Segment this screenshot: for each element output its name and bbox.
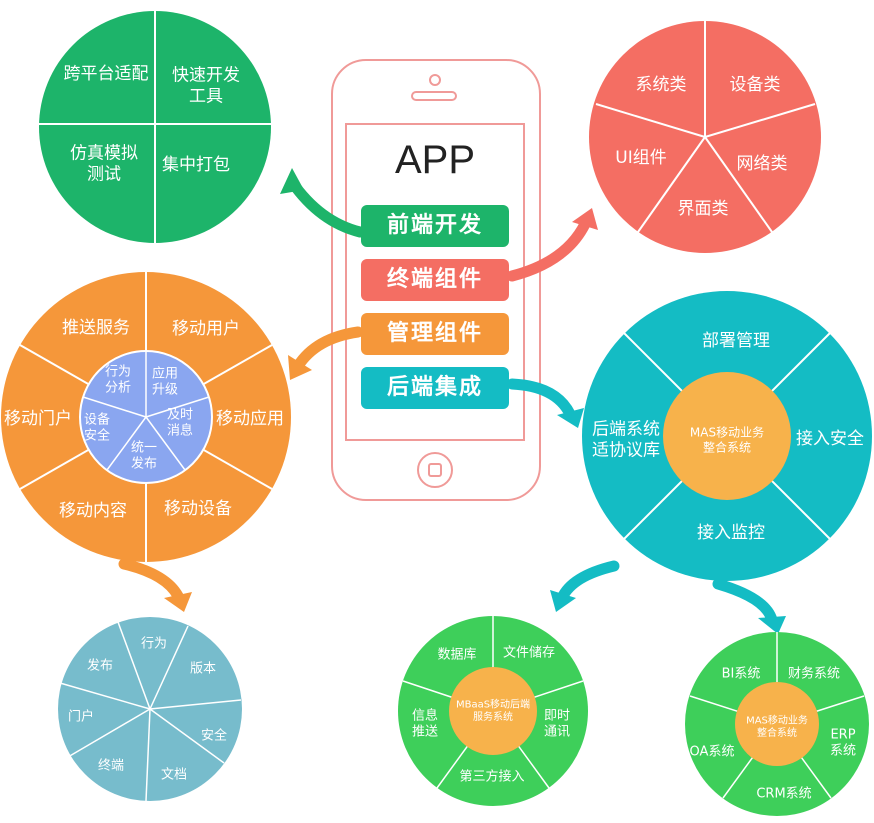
mas-core	[735, 682, 819, 766]
frontend-item: 集中打包	[162, 155, 230, 175]
management-inner-item: 行为分析	[105, 364, 131, 395]
arrow-shaft	[556, 560, 620, 604]
management-component-button[interactable]: 管理组件	[361, 313, 509, 355]
terminal-item: 网络类	[737, 154, 788, 174]
arrow-head	[758, 616, 786, 634]
frontend-dev-button[interactable]: 前端开发	[361, 205, 509, 247]
mas-item: CRM系统	[756, 787, 811, 802]
backend-item: 接入安全	[796, 429, 864, 449]
mas-item: 财务系统	[788, 666, 840, 682]
backend-integration-button[interactable]: 后端集成	[361, 367, 509, 409]
terminal-component-button[interactable]: 终端组件	[361, 259, 509, 301]
management-outer-item: 移动应用	[216, 409, 284, 429]
arrow-head	[550, 590, 576, 612]
mbaas-item: 第三方接入	[459, 769, 524, 785]
arrow-head	[280, 168, 304, 194]
connector-arrows	[118, 168, 786, 634]
terminal-item: 系统类	[636, 75, 687, 95]
frontend-item: 快速开发工具	[172, 65, 240, 106]
terminal-item: UI组件	[615, 148, 666, 168]
backend-item: 接入监控	[697, 523, 765, 543]
backend-item: 后端系统适协议库	[592, 419, 660, 460]
frontend-item: 仿真模拟测试	[70, 143, 138, 184]
portal-item: 终端	[98, 758, 124, 774]
mbaas-item: 即时通讯	[544, 708, 570, 739]
frontend-item: 跨平台适配	[64, 64, 149, 84]
management-outer-item: 推送服务	[62, 318, 130, 338]
management-outer-item: 移动内容	[59, 501, 127, 521]
frontend-circle	[39, 11, 271, 243]
management-outer-item: 移动用户	[172, 319, 240, 339]
mas-core-label: MAS移动业务整合系统	[746, 713, 808, 739]
management-circle	[1, 272, 291, 562]
phone-outline	[331, 59, 541, 501]
arrow-shaft	[712, 578, 778, 626]
portal-item: 安全	[201, 728, 227, 744]
arrow-shaft	[506, 218, 591, 282]
portal-item: 发布	[87, 658, 113, 674]
mbaas-circle	[398, 616, 588, 806]
backend-core	[663, 372, 791, 500]
mas-item: BI系统	[722, 667, 761, 682]
mbaas-item: 信息推送	[412, 707, 438, 739]
terminal-item: 界面类	[678, 199, 729, 219]
backend-circle	[582, 291, 872, 581]
mas-item: OA系统	[690, 745, 735, 760]
mbaas-core-label: MBaaS移动后端服务系统	[456, 697, 530, 723]
management-inner-item: 应用升级	[152, 365, 178, 397]
management-outer-item: 移动门户	[4, 409, 72, 429]
arrow-head	[288, 355, 312, 380]
arrow-head	[557, 408, 584, 428]
management-inner-item: 设备安全	[84, 411, 110, 443]
arrow-shaft	[292, 326, 364, 372]
portal-item: 行为	[141, 637, 167, 652]
arrow-shaft	[118, 558, 184, 602]
mbaas-item: 文件储存	[503, 646, 555, 661]
portal-item: 版本	[190, 662, 216, 677]
backend-item: 部署管理	[702, 331, 770, 351]
arrow-head	[572, 208, 598, 230]
terminal-item: 设备类	[730, 75, 781, 95]
arrow-head	[164, 592, 192, 612]
arrow-shaft	[506, 378, 576, 420]
mbaas-item: 数据库	[437, 647, 476, 663]
backend-core-label: MAS移动业务整合系统	[690, 425, 764, 455]
app-title: APP	[394, 138, 476, 182]
terminal-circle	[589, 21, 821, 253]
portal-circle	[58, 617, 242, 802]
mas-circle	[685, 632, 869, 816]
portal-item: 门户	[68, 709, 94, 725]
mbaas-core	[449, 667, 537, 755]
management-inner-item: 及时消息	[167, 407, 193, 438]
management-inner-item: 统一发布	[131, 440, 157, 471]
portal-item: 文档	[161, 768, 187, 783]
management-outer-item: 移动设备	[164, 499, 232, 519]
